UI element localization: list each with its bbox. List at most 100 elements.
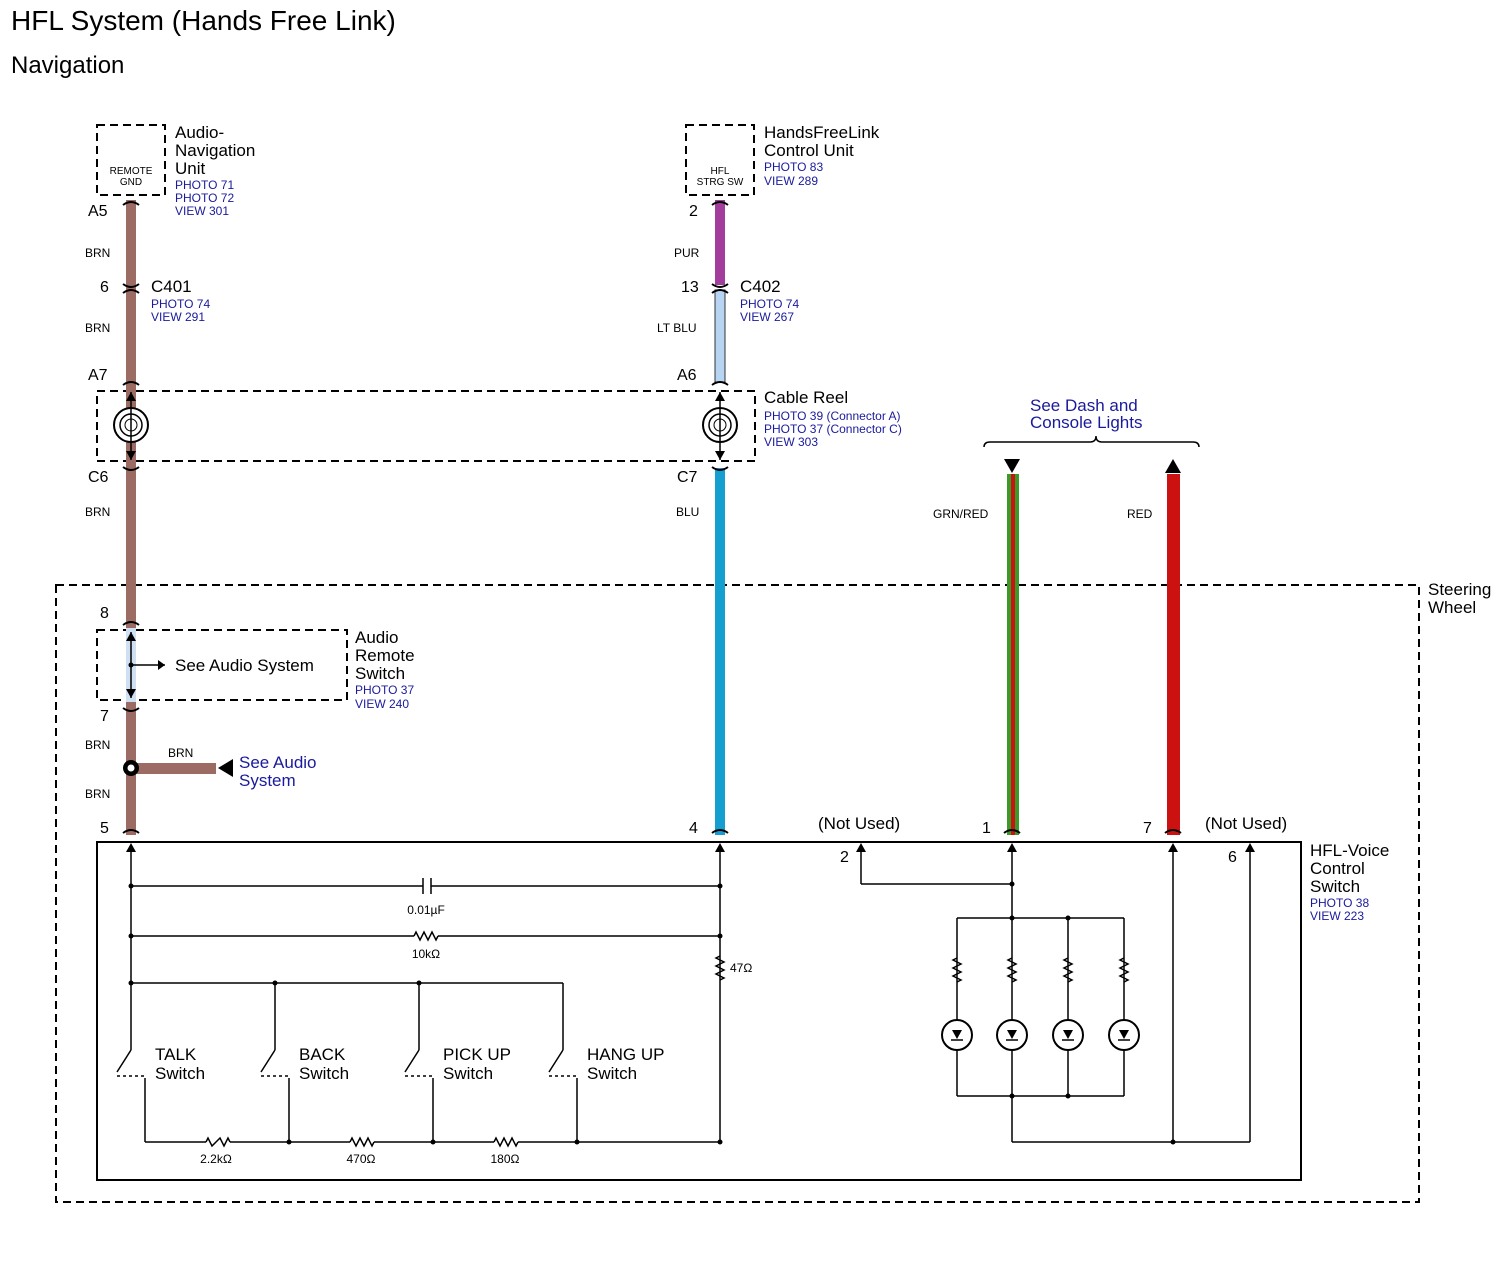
back-switch-label-1: BACK bbox=[299, 1045, 346, 1064]
talk-switch-label-1: TALK bbox=[155, 1045, 197, 1064]
hfl-unit-box-line1: HFL bbox=[711, 166, 730, 177]
r470-value: 470Ω bbox=[347, 1152, 376, 1166]
pin-sw-6: 6 bbox=[1228, 849, 1237, 866]
pin-13: 13 bbox=[681, 279, 699, 296]
c401-ref-2: VIEW 291 bbox=[151, 310, 205, 324]
red-arrow-up-icon bbox=[1165, 459, 1181, 473]
pin-sw-2: 2 bbox=[840, 849, 849, 866]
internal-circuit bbox=[130, 845, 1251, 1148]
blu-wire bbox=[715, 468, 725, 835]
hfl-voice-name-1: HFL-Voice bbox=[1310, 841, 1389, 860]
r180-value: 180Ω bbox=[491, 1152, 520, 1166]
r10k-value: 10kΩ bbox=[412, 947, 440, 961]
back-switch-label-2: Switch bbox=[299, 1064, 349, 1083]
pin-8: 8 bbox=[100, 605, 109, 622]
audio-nav-box bbox=[96, 124, 166, 196]
wire-label-ltblu: LT BLU bbox=[657, 321, 697, 335]
cable-reel-ref-2: PHOTO 37 (Connector C) bbox=[764, 422, 902, 436]
c401-ref-1: PHOTO 74 bbox=[151, 297, 210, 311]
not-used-right: (Not Used) bbox=[1205, 814, 1287, 833]
see-audio-system-text[interactable]: See Audio System bbox=[175, 656, 314, 675]
hangup-switch-label-1: HANG UP bbox=[587, 1045, 664, 1064]
page-title: HFL System (Hands Free Link) bbox=[11, 5, 396, 36]
wire-label-brn-1: BRN bbox=[85, 246, 110, 260]
audio-nav-name-3: Unit bbox=[175, 159, 206, 178]
hfl-unit-box bbox=[685, 124, 755, 196]
see-audio-link-2[interactable]: System bbox=[239, 771, 296, 790]
hfl-unit-name-1: HandsFreeLink bbox=[764, 123, 880, 142]
audio-nav-ref-3: VIEW 301 bbox=[175, 204, 229, 218]
audio-nav-box-line2: GND bbox=[120, 177, 142, 188]
cap-value: 0.01µF bbox=[407, 903, 445, 917]
hfl-voice-name-3: Switch bbox=[1310, 877, 1360, 896]
wire-label-brn-5: BRN bbox=[85, 787, 110, 801]
hfl-unit-ref-1: PHOTO 83 bbox=[764, 160, 823, 174]
cable-reel-ref-1: PHOTO 39 (Connector A) bbox=[764, 409, 901, 423]
dash-lights-link-1[interactable]: See Dash and bbox=[1030, 396, 1138, 415]
wire-label-pur: PUR bbox=[674, 246, 700, 260]
dash-lights-link-2[interactable]: Console Lights bbox=[1030, 413, 1142, 432]
pin-a5: A5 bbox=[88, 203, 108, 220]
pin-c6: C6 bbox=[88, 469, 109, 486]
dash-lights-brace bbox=[983, 435, 1200, 448]
hfl-unit-name-2: Control Unit bbox=[764, 141, 854, 160]
hfl-voice-switch-box bbox=[96, 841, 1302, 1181]
brn-branch-wire bbox=[131, 763, 216, 774]
page-subtitle: Navigation bbox=[11, 52, 124, 79]
audio-nav-ref-2: PHOTO 72 bbox=[175, 191, 234, 205]
see-audio-arrow-icon bbox=[218, 759, 233, 777]
pin-sw-7: 7 bbox=[1143, 820, 1152, 837]
wire-label-red: RED bbox=[1127, 507, 1153, 521]
c402-name: C402 bbox=[740, 277, 781, 296]
audio-remote-ref-1: PHOTO 37 bbox=[355, 683, 414, 697]
audio-remote-name-1: Audio bbox=[355, 628, 398, 647]
c402-ref-2: VIEW 267 bbox=[740, 310, 794, 324]
hfl-unit-box-line2: STRG SW bbox=[697, 177, 744, 188]
pin-2-hfl: 2 bbox=[689, 203, 698, 220]
audio-remote-name-2: Remote bbox=[355, 646, 415, 665]
wire-label-brn-3: BRN bbox=[85, 505, 110, 519]
cable-reel-box bbox=[96, 390, 756, 462]
pin-sw-1: 1 bbox=[982, 820, 991, 837]
wire-label-brn-2: BRN bbox=[85, 321, 110, 335]
junction-dots bbox=[128, 881, 1176, 1145]
wire-label-brn-4: BRN bbox=[85, 738, 110, 752]
steering-wheel-panel bbox=[55, 584, 1420, 1203]
pin-5: 5 bbox=[100, 820, 109, 837]
hfl-voice-ref-1: PHOTO 38 bbox=[1310, 896, 1369, 910]
audio-nav-name-1: Audio- bbox=[175, 123, 224, 142]
pickup-switch-label-1: PICK UP bbox=[443, 1045, 511, 1064]
cable-reel-coil-right bbox=[702, 392, 738, 460]
c401-name: C401 bbox=[151, 277, 192, 296]
audio-remote-junction bbox=[128, 662, 134, 668]
cable-reel-ref-3: VIEW 303 bbox=[764, 435, 818, 449]
audio-nav-name-2: Navigation bbox=[175, 141, 255, 160]
audio-remote-arrow-icon bbox=[158, 660, 165, 670]
wire-label-blu: BLU bbox=[676, 505, 699, 519]
see-audio-link-1[interactable]: See Audio bbox=[239, 753, 317, 772]
pickup-switch-label-2: Switch bbox=[443, 1064, 493, 1083]
cable-reel-coil-left bbox=[113, 392, 149, 460]
grnred-arrow-down-icon bbox=[1004, 459, 1020, 473]
pin-7: 7 bbox=[100, 708, 109, 725]
steering-label-1: Steering bbox=[1428, 580, 1491, 599]
wire-label-grnred: GRN/RED bbox=[933, 507, 989, 521]
entry-arrow-icons bbox=[126, 392, 1255, 852]
not-used-left: (Not Used) bbox=[818, 814, 900, 833]
pur-wire bbox=[715, 200, 725, 285]
red-wire bbox=[1167, 474, 1180, 835]
splice-junction-center bbox=[127, 764, 135, 772]
led-resistors bbox=[951, 957, 1130, 983]
brn-wire-left bbox=[126, 200, 136, 835]
audio-nav-ref-1: PHOTO 71 bbox=[175, 178, 234, 192]
switch-contacts bbox=[116, 1049, 579, 1077]
audio-remote-switch-box bbox=[96, 629, 348, 701]
audio-remote-name-3: Switch bbox=[355, 664, 405, 683]
pin-c7: C7 bbox=[677, 469, 698, 486]
steering-label-2: Wheel bbox=[1428, 598, 1476, 617]
connector-marks bbox=[122, 201, 1182, 834]
pin-6: 6 bbox=[100, 279, 109, 296]
hfl-voice-ref-2: VIEW 223 bbox=[1310, 909, 1364, 923]
hangup-switch-label-2: Switch bbox=[587, 1064, 637, 1083]
